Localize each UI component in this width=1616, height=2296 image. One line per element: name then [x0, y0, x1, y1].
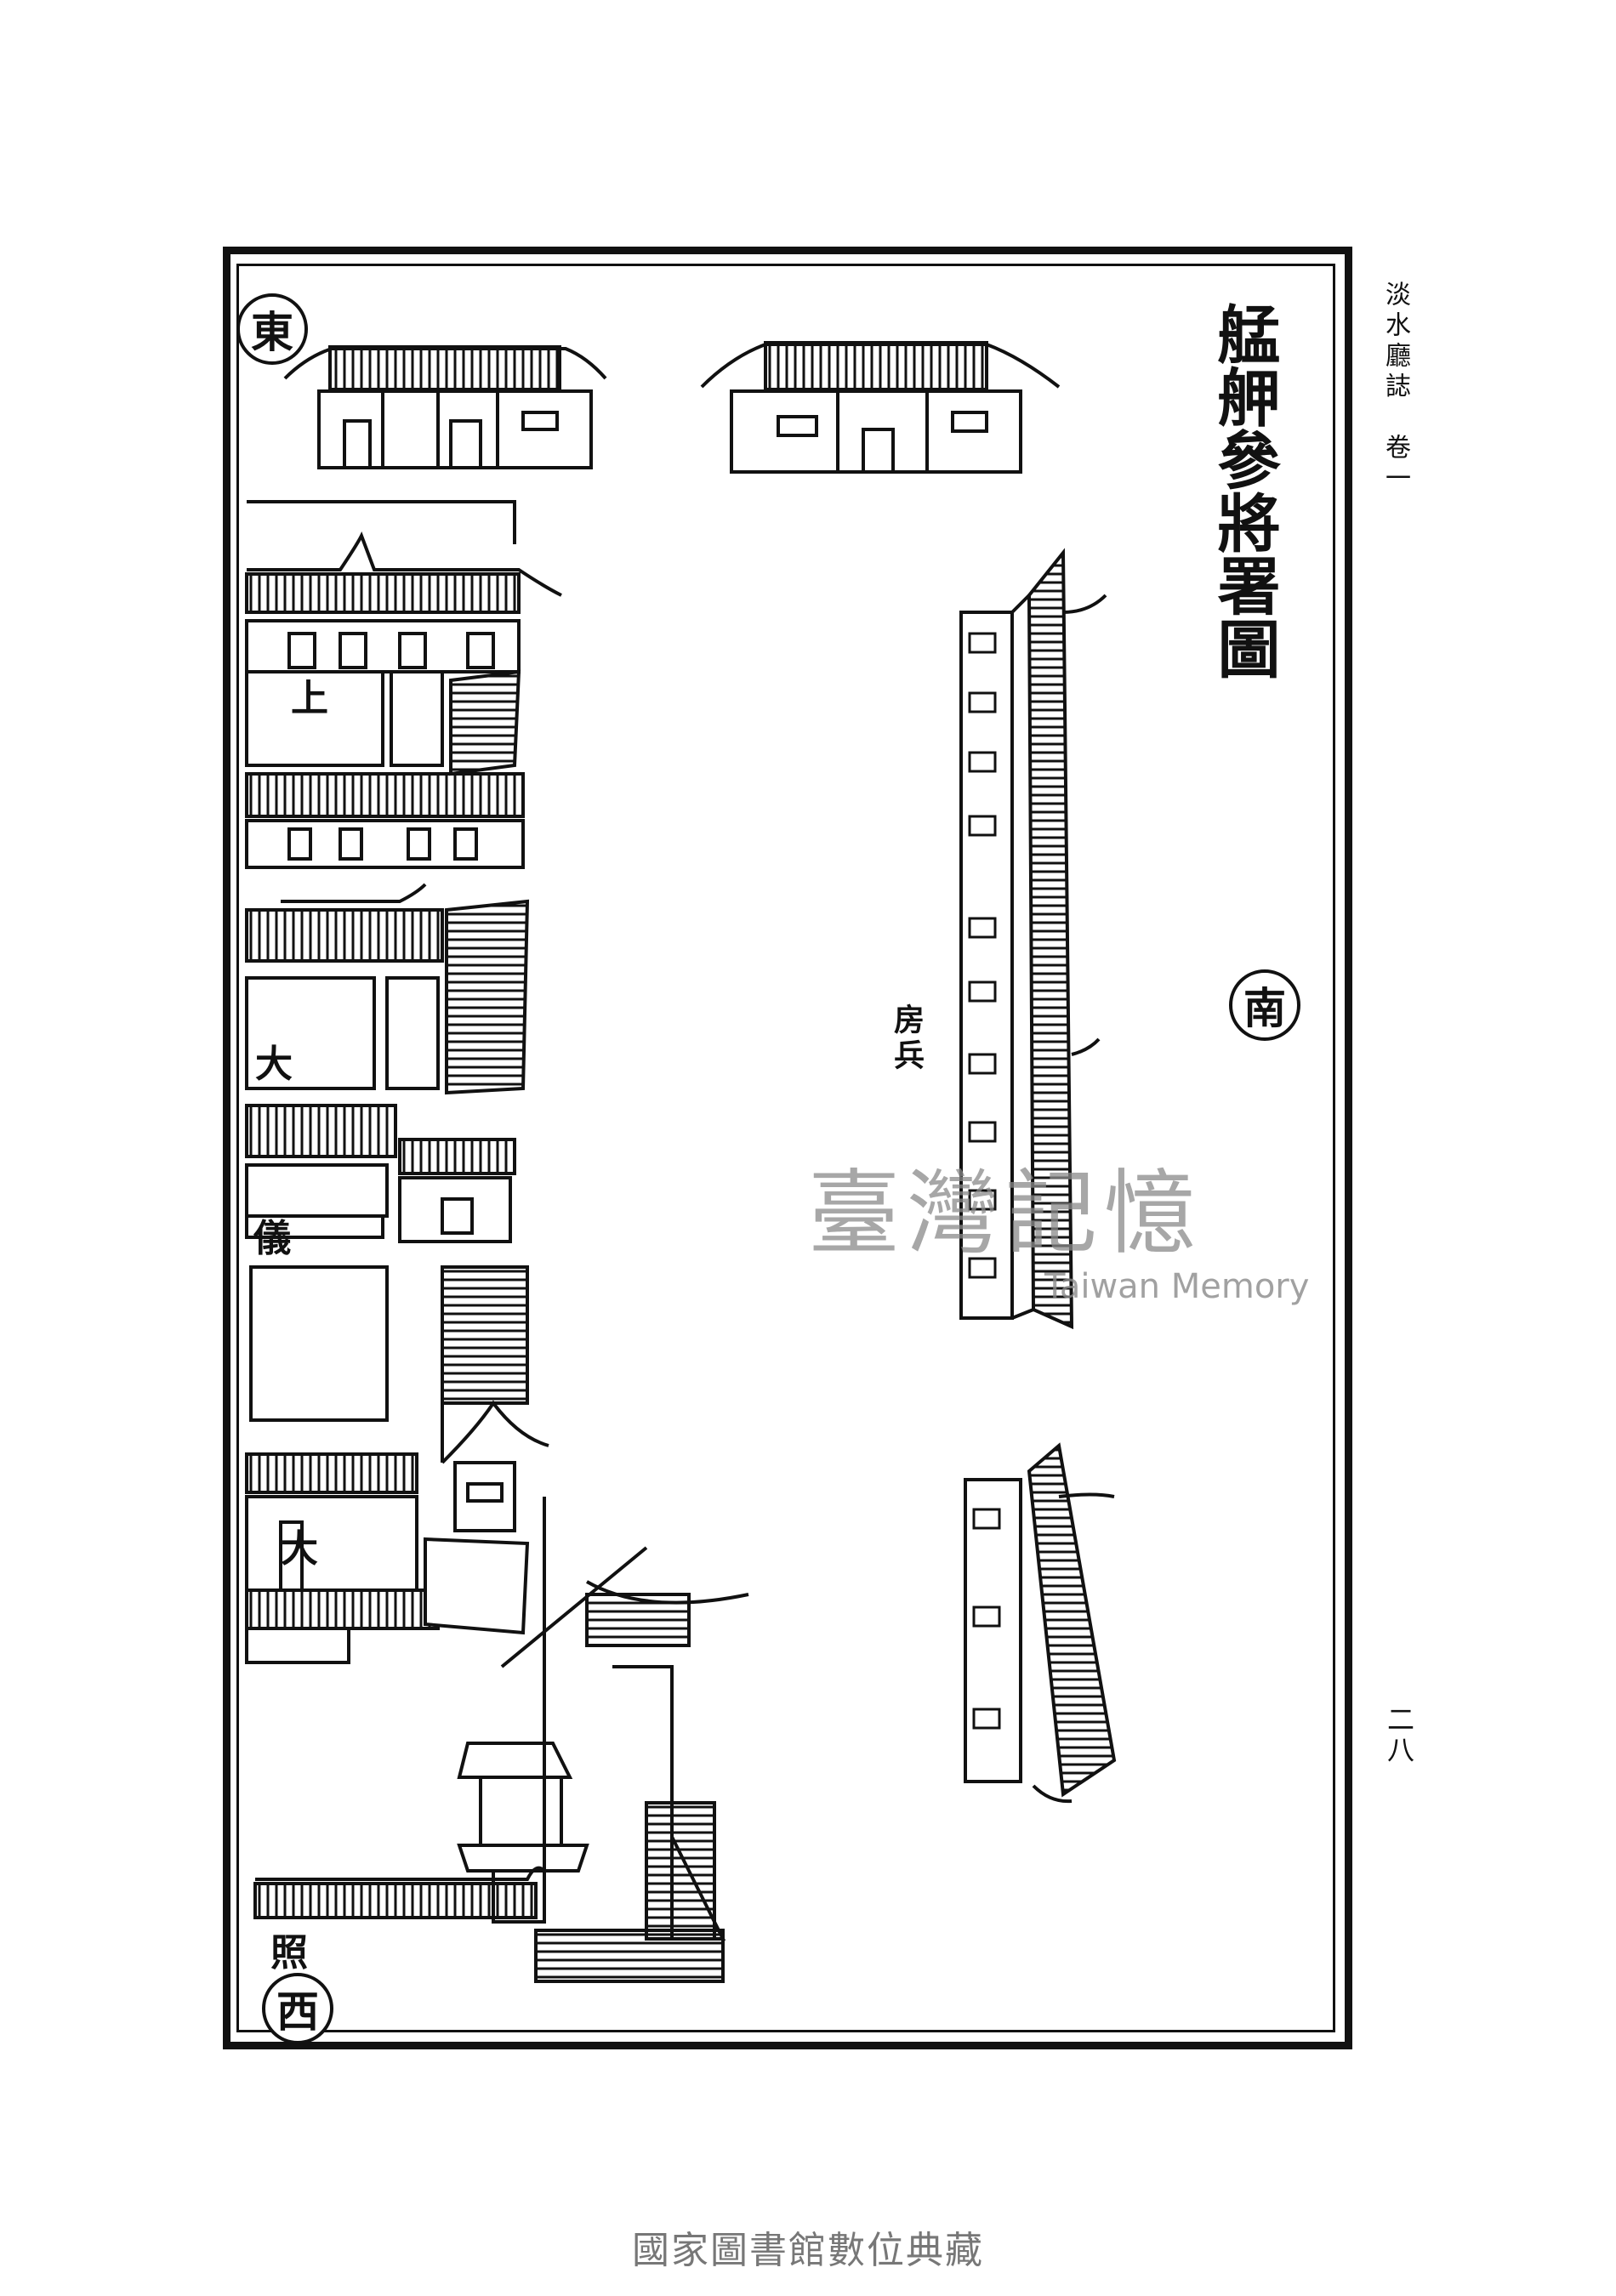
label-ceremony-gate: 儀 [253, 1217, 291, 1260]
compass-west-seal: 西 [262, 1973, 333, 2044]
top-left-pavilion [283, 345, 607, 469]
label-screen-wall: 照 [270, 1931, 308, 1975]
barracks-upper [959, 548, 1107, 1330]
label-great-hall: 大 [255, 1043, 293, 1086]
plate-title: 艋舺參將署圖 [1207, 302, 1280, 679]
page-number: 二八 [1383, 1705, 1415, 1766]
footer-credit: 國家圖書館數位典藏 [632, 2229, 984, 2272]
running-head: 淡水廳誌 卷一 [1380, 281, 1410, 495]
compass-west-label: 西 [276, 1986, 319, 2037]
compass-east-seal: 東 [236, 293, 308, 365]
label-great-gate: 大 [281, 1527, 318, 1571]
top-middle-pavilion [700, 341, 1061, 474]
label-upper: 上 [291, 677, 328, 720]
barracks-lower [964, 1442, 1117, 1804]
compass-east-label: 東 [251, 307, 293, 357]
watermark-english: Taiwan Memory [1044, 1267, 1310, 1306]
label-barracks: 房兵 [889, 1003, 925, 1075]
compass-south-seal: 南 [1229, 969, 1300, 1041]
watermark-chinese: 臺灣記憶 [808, 1161, 1203, 1267]
outer-border [223, 247, 1352, 2049]
inner-border [236, 264, 1335, 2032]
compass-south-label: 南 [1243, 983, 1286, 1033]
main-compound [245, 500, 749, 1983]
